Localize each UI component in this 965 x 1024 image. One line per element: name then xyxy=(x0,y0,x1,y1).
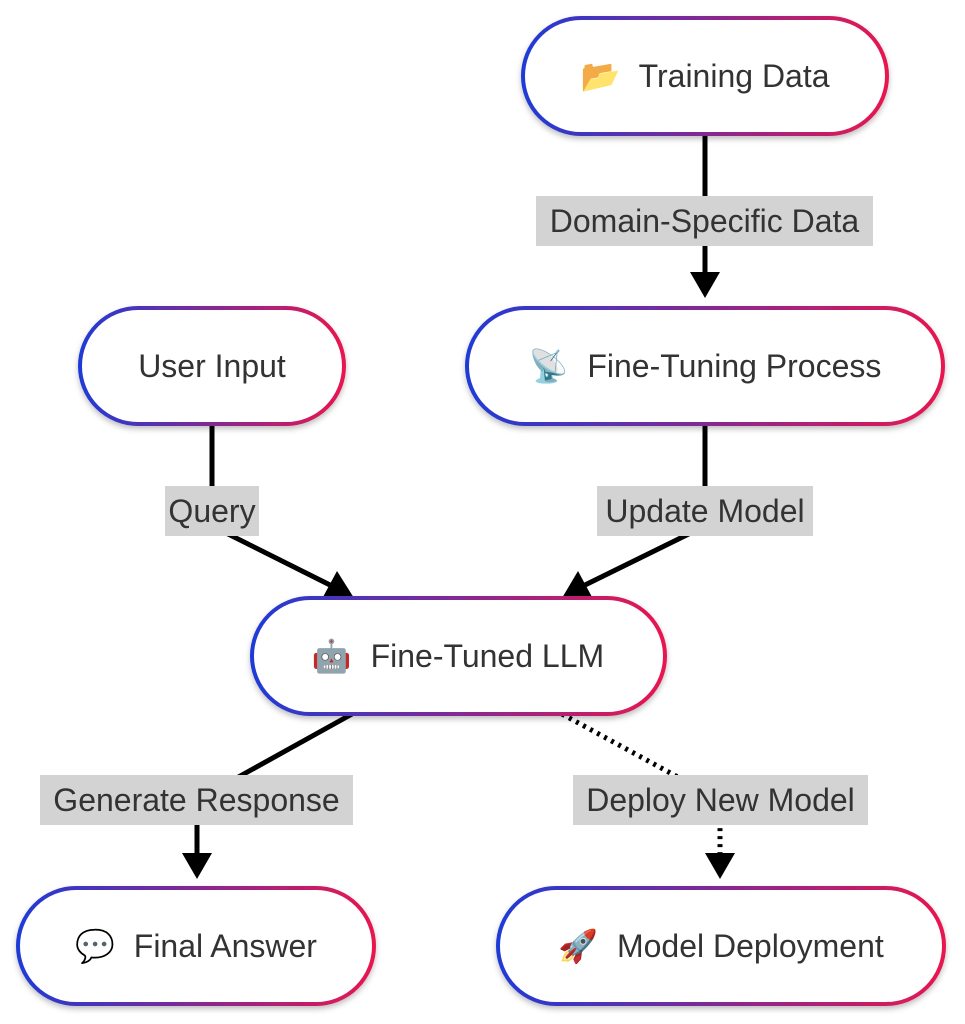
arrowhead-icon xyxy=(705,853,735,879)
node-label-training-data: 📂 Training Data xyxy=(580,58,829,94)
edge-generate-response: Generate Response xyxy=(40,711,354,879)
node-label-model-deployment: 🚀 Model Deployment xyxy=(558,928,884,964)
node-label-final-answer: 💬 Final Answer xyxy=(75,928,317,964)
edge-label-domain-data: Domain-Specific Data xyxy=(550,203,860,239)
node-final-answer[interactable] xyxy=(16,886,376,1006)
node-fine-tuned-llm[interactable] xyxy=(250,596,667,716)
edge-label-generate-response: Generate Response xyxy=(53,782,339,818)
edge-deploy-new-model: Deploy New Model xyxy=(560,711,868,879)
satellite-antenna-icon: 📡 xyxy=(529,346,569,384)
node-user-input[interactable] xyxy=(78,306,346,426)
edge-update-model: Update Model xyxy=(562,424,813,598)
edge-label-update-model: Update Model xyxy=(605,493,804,529)
edge-label-deploy-new-model: Deploy New Model xyxy=(586,782,855,818)
node-fine-tuning-process[interactable] xyxy=(465,306,945,426)
arrowhead-icon xyxy=(562,571,592,598)
arrowhead-icon xyxy=(690,272,720,298)
node-label-user-input: User Input xyxy=(138,348,286,384)
robot-icon: 🤖 xyxy=(312,638,352,674)
speech-bubble-icon: 💬 xyxy=(75,928,115,964)
node-model-deployment[interactable] xyxy=(496,886,946,1006)
edge-domain-data: Domain-Specific Data xyxy=(536,134,873,298)
arrowhead-icon xyxy=(323,571,354,598)
node-training-data[interactable] xyxy=(521,16,889,136)
folder-icon: 📂 xyxy=(580,58,620,94)
edge-label-query: Query xyxy=(168,493,255,529)
node-label-fine-tuning-process: 📡 Fine-Tuning Process xyxy=(529,346,882,384)
rocket-icon: 🚀 xyxy=(558,928,598,964)
node-label-fine-tuned-llm: 🤖 Fine-Tuned LLM xyxy=(312,638,604,674)
edge-query: Query xyxy=(165,424,354,598)
arrowhead-icon xyxy=(182,853,212,879)
